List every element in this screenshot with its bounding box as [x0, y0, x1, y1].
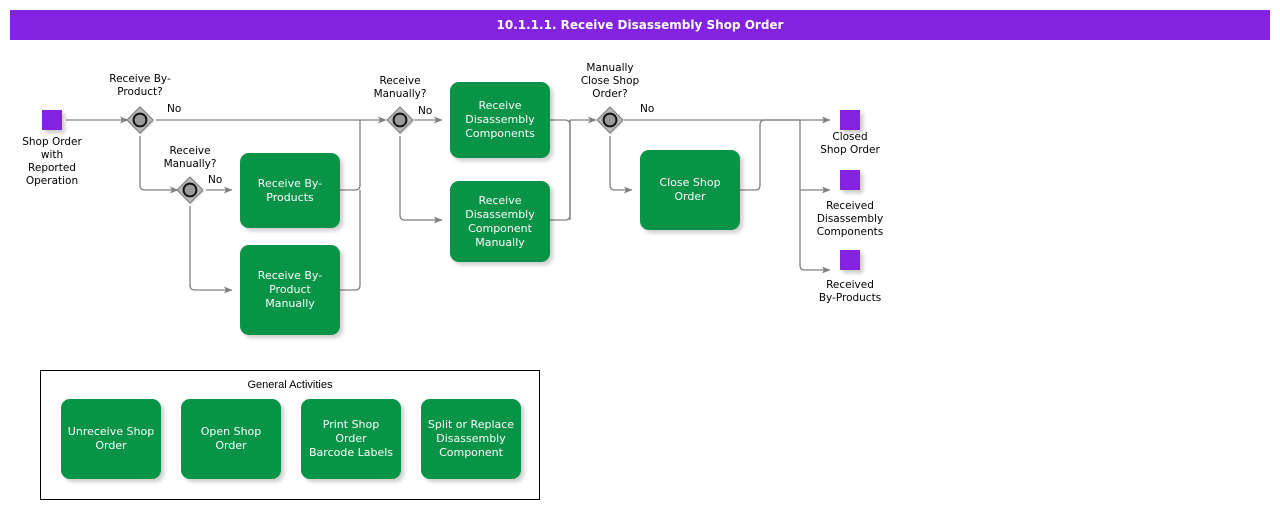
activity-receive-by-product-manually[interactable]: Receive By- Product Manually: [240, 245, 340, 335]
start-shop-order-label: Shop Order with Reported Operation: [22, 136, 82, 187]
activity-receive-disassembly-components-label: Receive Disassembly Components: [465, 99, 535, 140]
general-activity-unreceive-shop-order-label: Unreceive Shop Order: [67, 425, 155, 452]
activity-close-shop-order[interactable]: Close Shop Order: [640, 150, 740, 230]
activity-close-shop-order-label: Close Shop Order: [659, 176, 721, 203]
general-activity-split-or-replace-disassembly-component-label: Split or Replace Disassembly Component: [427, 418, 515, 459]
end-received-disassembly-components-label: Received Disassembly Components: [816, 200, 884, 238]
general-activity-print-shop-order-barcode-labels[interactable]: Print Shop Order Barcode Labels: [301, 399, 401, 479]
gateway-manually-close-shop-order[interactable]: [594, 104, 626, 136]
gateway-manually-close-shop-order-no-label: No: [640, 103, 655, 115]
gateway-receive-manually-components[interactable]: [384, 104, 416, 136]
end-closed-shop-order-label: Closed Shop Order: [820, 131, 880, 156]
start-shop-order[interactable]: [42, 110, 62, 130]
general-activity-open-shop-order[interactable]: Open Shop Order: [181, 399, 281, 479]
general-activity-unreceive-shop-order[interactable]: Unreceive Shop Order: [61, 399, 161, 479]
activity-receive-disassembly-components[interactable]: Receive Disassembly Components: [450, 82, 550, 158]
page-title: 10.1.1.1. Receive Disassembly Shop Order: [496, 18, 784, 32]
end-received-by-products[interactable]: [840, 250, 860, 270]
general-activities-panel: General Activities Unreceive Shop Order …: [40, 370, 540, 500]
activity-receive-by-product-manually-label: Receive By- Product Manually: [257, 269, 323, 310]
activity-receive-by-products-label: Receive By- Products: [257, 176, 323, 204]
page-title-bar: 10.1.1.1. Receive Disassembly Shop Order: [10, 10, 1270, 40]
gateway-receive-manually-byproduct-label: Receive Manually?: [163, 145, 217, 170]
end-closed-shop-order[interactable]: [840, 110, 860, 130]
gateway-receive-manually-byproduct[interactable]: [174, 174, 206, 206]
gateway-manually-close-shop-order-label: Manually Close Shop Order?: [580, 62, 640, 100]
general-activity-open-shop-order-label: Open Shop Order: [200, 425, 262, 452]
activity-receive-disassembly-component-manually[interactable]: Receive Disassembly Component Manually: [450, 181, 550, 262]
activity-receive-by-products[interactable]: Receive By- Products: [240, 153, 340, 228]
gateway-receive-by-product-no-label: No: [167, 103, 182, 115]
gateway-receive-manually-components-label: Receive Manually?: [373, 75, 427, 100]
general-activities-title: General Activities: [247, 379, 333, 391]
general-activity-split-or-replace-disassembly-component[interactable]: Split or Replace Disassembly Component: [421, 399, 521, 479]
end-received-disassembly-components[interactable]: [840, 170, 860, 190]
activity-receive-disassembly-component-manually-label: Receive Disassembly Component Manually: [465, 193, 535, 249]
gateway-receive-by-product[interactable]: [124, 104, 156, 136]
end-received-by-products-label: Received By-Products: [818, 279, 882, 304]
general-activity-print-shop-order-barcode-labels-label: Print Shop Order Barcode Labels: [309, 418, 393, 459]
gateway-receive-manually-components-no-label: No: [418, 105, 433, 117]
gateway-receive-by-product-label: Receive By- Product?: [109, 73, 171, 98]
gateway-receive-manually-byproduct-no-label: No: [208, 174, 223, 186]
